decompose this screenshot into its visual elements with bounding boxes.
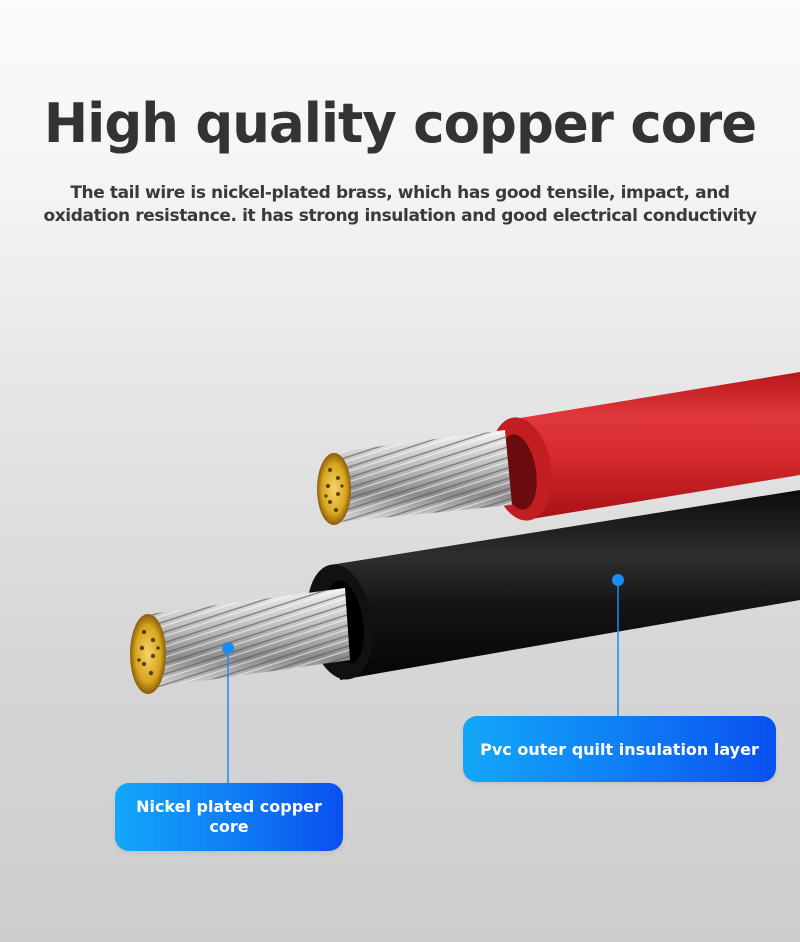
pvc-layer-pointer: [612, 574, 624, 716]
page-title: High quality copper core: [43, 92, 757, 155]
subtitle-line-1: The tail wire is nickel-plated brass, wh…: [70, 183, 730, 203]
red-cable: [317, 372, 800, 525]
copper-core-callout: Nickel plated copper core: [115, 783, 343, 851]
pvc-callout-label: Pvc outer quilt insulation layer: [480, 739, 759, 759]
pvc-layer-callout: Pvc outer quilt insulation layer: [463, 716, 776, 782]
copper-core-pointer: [222, 642, 234, 783]
page-subtitle: The tail wire is nickel-plated brass, wh…: [10, 182, 790, 228]
copper-callout-line-1: Nickel plated copper: [136, 797, 322, 816]
subtitle-line-2: oxidation resistance. it has strong insu…: [43, 206, 757, 226]
black-cable: [130, 490, 800, 694]
copper-callout-line-2: core: [209, 817, 249, 836]
